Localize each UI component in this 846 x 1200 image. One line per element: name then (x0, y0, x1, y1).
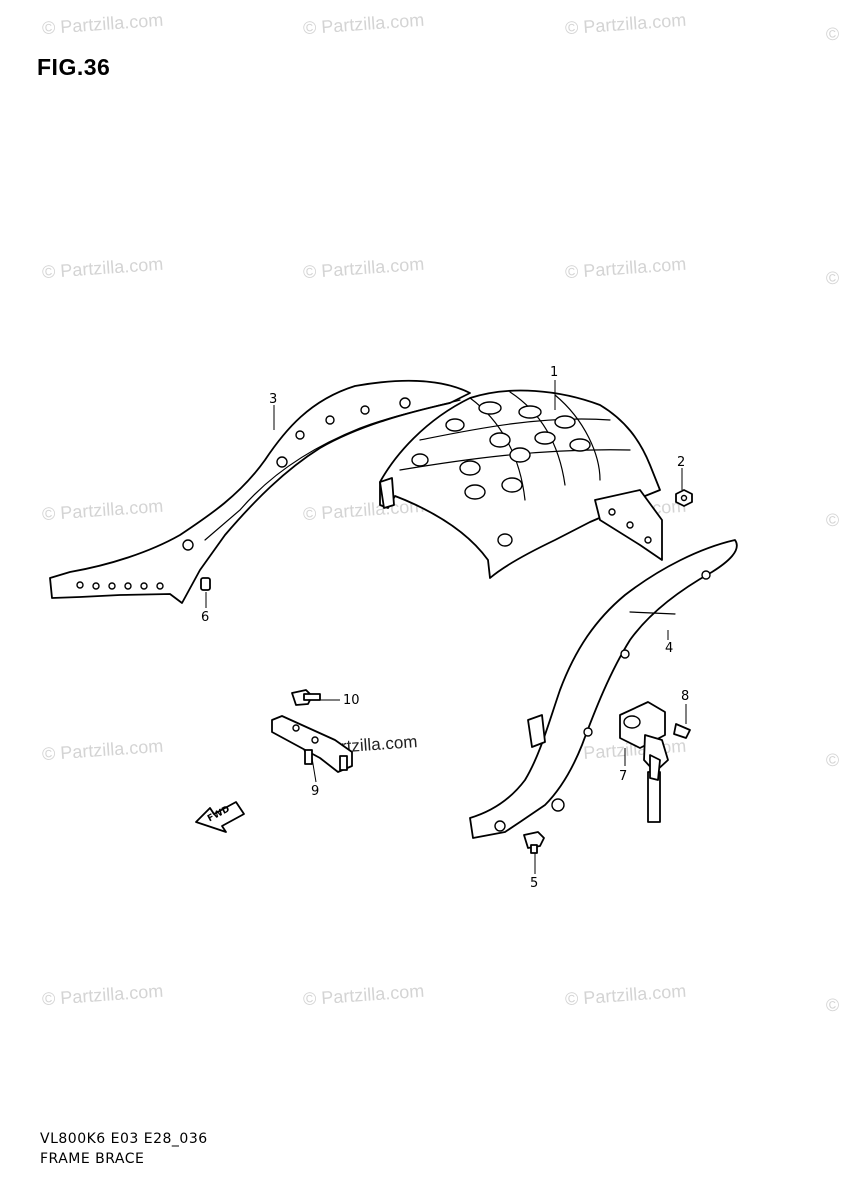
part-9-bracket[interactable] (271, 715, 353, 773)
part-7-helmet-lock[interactable] (619, 701, 669, 823)
diagram-name: FRAME BRACE (40, 1151, 145, 1167)
part-1-fender-cover[interactable] (379, 389, 663, 579)
diagram-code: VL800K6 E03 E28_036 (40, 1131, 208, 1147)
part-8-screw[interactable] (673, 723, 691, 739)
callout-1: 1 (550, 365, 558, 380)
callout-6: 6 (201, 610, 209, 625)
callout-3: 3 (269, 392, 277, 407)
callout-2: 2 (677, 455, 685, 470)
callout-7: 7 (619, 769, 627, 784)
figure-title: FIG.36 (37, 54, 111, 80)
forward-direction-arrow: FWD (195, 801, 245, 833)
part-3-frame-brace-left[interactable] (49, 379, 471, 604)
callout-5: 5 (530, 876, 538, 891)
callout-9: 9 (311, 784, 319, 799)
part-6-bolt[interactable] (200, 577, 211, 591)
part-4-frame-brace-right[interactable] (469, 539, 738, 839)
part-2-nut[interactable] (675, 489, 693, 507)
callout-10: 10 (343, 693, 360, 708)
part-10-screw[interactable] (291, 689, 321, 706)
callout-4: 4 (665, 641, 673, 656)
callout-8: 8 (681, 689, 689, 704)
part-5-bolt[interactable] (523, 831, 545, 854)
leader-lines (205, 380, 687, 874)
